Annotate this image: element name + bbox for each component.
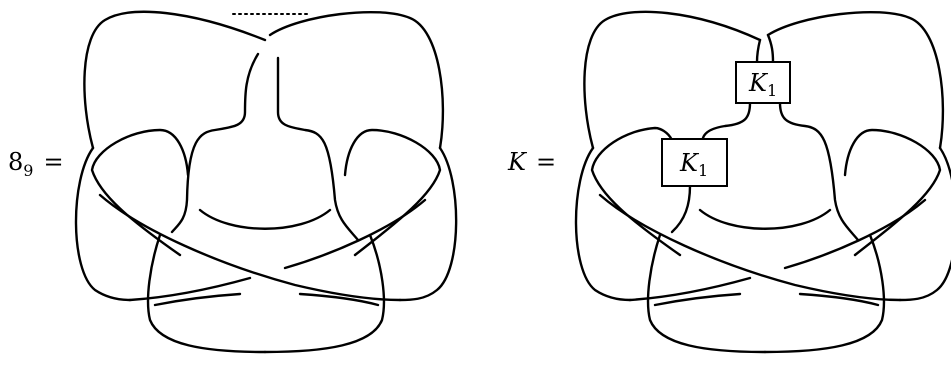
strand-inner-bowl xyxy=(198,208,332,230)
strand-cross-c xyxy=(628,276,752,302)
strand-lower-left xyxy=(646,233,767,354)
strand-lower-right xyxy=(763,233,886,354)
strand-left-lobe xyxy=(74,146,132,302)
strand-cross-a xyxy=(598,193,902,302)
strand-outer-left xyxy=(583,10,762,150)
strand-lower-right xyxy=(263,233,386,354)
knot-strands xyxy=(74,10,458,354)
strand-outer-right xyxy=(766,10,945,150)
strand-bottom-bar-left xyxy=(153,292,242,307)
strand-left-lobe xyxy=(574,146,632,302)
strand-right-inner xyxy=(343,128,442,257)
strand-lower-left xyxy=(146,233,267,354)
strand-topbox-right xyxy=(778,101,860,242)
strand-inner-bowl xyxy=(698,208,832,230)
box-k1-top-label: K1 xyxy=(748,69,777,100)
strand-into-top-box-2 xyxy=(766,33,775,64)
knot-K: K= xyxy=(507,10,951,354)
strand-bottom-bar-right xyxy=(298,292,380,307)
strand-cross-b xyxy=(283,198,427,270)
strand-cross-c xyxy=(128,276,252,302)
strand-top-over xyxy=(170,52,260,234)
strand-top-under xyxy=(276,56,360,242)
strand-outer-left xyxy=(83,10,267,150)
strand-outer-right xyxy=(268,10,445,150)
strand-cross-a xyxy=(98,193,402,302)
strand-right-inner xyxy=(843,128,942,257)
box-k1-left: K1 xyxy=(661,138,728,187)
strand-right-lobe xyxy=(898,146,951,302)
strand-into-top-box xyxy=(755,38,762,64)
label-K: K= xyxy=(507,148,556,176)
label-8-9: 89= xyxy=(8,148,64,180)
strand-topbox-left xyxy=(701,101,752,140)
strand-left-inner xyxy=(90,128,190,257)
knot-8-9: 89= xyxy=(8,10,458,354)
strand-bottom-bar-right xyxy=(798,292,880,307)
strand-leftbox-bottom xyxy=(670,184,692,234)
strand-bottom-bar-left xyxy=(653,292,742,307)
strand-right-lobe xyxy=(398,146,458,302)
box-k1-top: K1 xyxy=(735,61,791,104)
strand-cross-b xyxy=(783,198,927,270)
knot-strands xyxy=(574,10,951,354)
box-k1-left-label: K1 xyxy=(679,149,708,180)
